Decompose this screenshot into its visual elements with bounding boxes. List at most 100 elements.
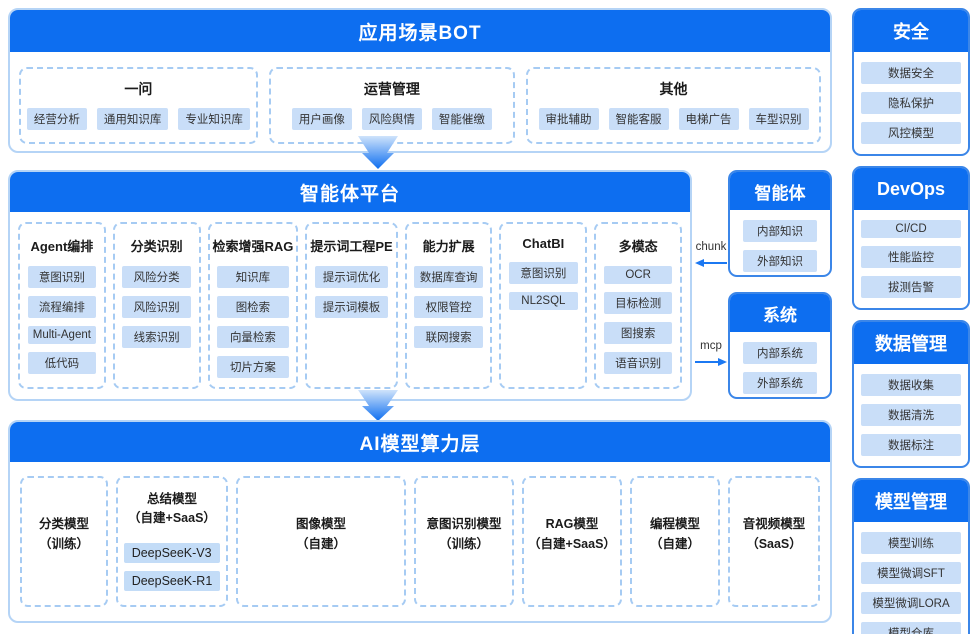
scenario-group: 运营管理 用户画像 风险舆情 智能催缴 <box>268 67 516 144</box>
capability-chip: 图检索 <box>217 296 289 318</box>
model-box: 音视频模型 （SaaS） <box>728 476 820 607</box>
platform-column: ChatBI 意图识别 NL2SQL <box>499 222 588 389</box>
ops-item: 拔测告警 <box>861 276 961 298</box>
model-box: 编程模型 （自建） <box>630 476 720 607</box>
model-box-title: 音视频模型 （SaaS） <box>743 515 806 554</box>
ops-panel-title: 安全 <box>854 10 968 52</box>
agent-knowledge-title: 智能体 <box>730 172 830 210</box>
scenario-chip-row: 审批辅助 智能客服 电梯广告 车型识别 <box>538 108 809 130</box>
model-box-title-line: （自建+SaaS） <box>528 536 616 551</box>
ops-item: 风控模型 <box>861 122 961 144</box>
scenario-group-title: 运营管理 <box>363 81 420 97</box>
knowledge-item: 内部知识 <box>743 220 817 242</box>
down-arrow-top <box>358 136 398 169</box>
capability-chip: 权限管控 <box>414 296 483 318</box>
scenario-group: 其他 审批辅助 智能客服 电梯广告 车型识别 <box>526 67 821 144</box>
capability-chip: 提示词优化 <box>315 266 388 288</box>
scenario-chip-row: 经营分析 通用知识库 专业知识库 <box>26 108 250 130</box>
capability-chip: 目标检测 <box>603 292 673 314</box>
model-box-title: 图像模型 （自建） <box>296 515 346 554</box>
model-box-title-line: （训练） <box>38 536 89 551</box>
scenario-chip: 经营分析 <box>26 108 87 130</box>
scenario-chip: 审批辅助 <box>538 108 599 130</box>
left-arrow-icon <box>695 259 727 267</box>
capability-chip: 风险识别 <box>122 296 191 318</box>
system-panel-items: 内部系统 外部系统 <box>730 332 830 397</box>
ops-item: 数据安全 <box>861 62 961 84</box>
model-box-title: 总结模型 （自建+SaaS） <box>128 490 216 529</box>
ops-panel-title: DevOps <box>854 168 968 210</box>
ai-model-layer-panel: AI模型算力层 分类模型 （训练） <box>8 420 832 623</box>
model-box: 总结模型 （自建+SaaS） DeepSeeK-V3 DeepSeeK-R1 <box>116 476 228 607</box>
model-box-title-line: 总结模型 <box>146 492 197 506</box>
scenario-chip: 车型识别 <box>748 108 809 130</box>
platform-column: Agent编排 意图识别 流程编排 Multi-Agent 低代码 <box>18 222 106 389</box>
right-rail: 安全 数据安全 隐私保护 风控模型 DevOps CI/CD <box>852 8 970 634</box>
capability-chip: 数据库查询 <box>414 266 483 288</box>
platform-column-title: 多模态 <box>618 239 658 254</box>
platform-column-title: ChatBI <box>522 236 565 251</box>
model-box-title: RAG模型 （自建+SaaS） <box>528 515 616 554</box>
right-arrow-icon <box>695 358 727 366</box>
scenario-chip: 风险舆情 <box>361 108 422 130</box>
capability-chip: 线索识别 <box>122 326 191 348</box>
model-box: 意图识别模型 （训练） <box>414 476 514 607</box>
platform-columns: Agent编排 意图识别 流程编排 Multi-Agent 低代码 分类识别 <box>10 212 690 399</box>
model-box-title-line: （自建+SaaS） <box>128 511 216 526</box>
capability-chip: 意图识别 <box>27 266 97 288</box>
platform-column-title: 能力扩展 <box>422 239 475 254</box>
capability-chip: 流程编排 <box>27 296 97 318</box>
ai-model-layer-title: AI模型算力层 <box>10 422 830 462</box>
scenario-chip: 智能催缴 <box>431 108 492 130</box>
ops-item: 模型仓库 <box>861 622 961 634</box>
model-box-title-line: 图像模型 <box>295 517 346 532</box>
platform-column-title: 检索增强RAG <box>212 239 294 254</box>
down-arrow-bottom <box>358 390 398 421</box>
ops-panel-items: 模型训练 模型微调SFT 模型微调LORA 模型仓库 算力调配 <box>854 522 968 634</box>
model-box: RAG模型 （自建+SaaS） <box>522 476 622 607</box>
ops-item: CI/CD <box>861 220 961 238</box>
capability-chip: NL2SQL <box>509 292 578 310</box>
ops-item: 性能监控 <box>861 246 961 268</box>
capability-chip: 切片方案 <box>217 356 289 378</box>
ops-panel-items: 数据收集 数据清洗 数据标注 <box>854 364 968 466</box>
chunk-connector: chunk <box>694 241 728 268</box>
scenario-groups: 一问 经营分析 通用知识库 专业知识库 运营管理 <box>10 52 830 151</box>
capability-chip: 联网搜索 <box>414 326 483 348</box>
agent-knowledge-panel: 智能体 内部知识 外部知识 <box>728 170 832 277</box>
model-box-title-line: （自建） <box>295 536 346 551</box>
scenario-chip: 通用知识库 <box>96 108 169 130</box>
capability-chip: 语音识别 <box>603 352 673 374</box>
scenario-chip: 专业知识库 <box>178 108 250 130</box>
scenario-group: 一问 经营分析 通用知识库 专业知识库 <box>19 67 258 144</box>
mcp-connector: mcp <box>694 340 728 367</box>
model-box-title-line: （自建） <box>649 536 700 551</box>
platform-column-title: 提示词工程PE <box>310 239 393 254</box>
agent-platform-title: 智能体平台 <box>10 172 690 212</box>
ops-panel-title: 模型管理 <box>854 480 968 522</box>
capability-chip: 图搜索 <box>603 322 673 344</box>
capability-chip: 意图识别 <box>509 262 578 284</box>
ops-item: 数据标注 <box>861 434 961 456</box>
scenario-chip: 智能客服 <box>608 108 669 130</box>
model-box-title-line: RAG模型 <box>545 517 599 532</box>
capability-chip: 风险分类 <box>122 266 191 288</box>
model-box-title-line: （SaaS） <box>746 536 802 551</box>
chunk-label: chunk <box>695 241 727 253</box>
platform-column: 能力扩展 数据库查询 权限管控 联网搜索 <box>404 222 493 389</box>
agent-knowledge-items: 内部知识 外部知识 <box>730 210 830 275</box>
model-box: 分类模型 （训练） <box>20 476 108 607</box>
model-box-title: 分类模型 （训练） <box>39 515 89 554</box>
capability-chip: 低代码 <box>27 352 97 374</box>
model-box-title: 编程模型 （自建） <box>650 515 700 554</box>
ops-panel: 模型管理 模型训练 模型微调SFT 模型微调LORA 模型仓库 算力调配 <box>852 478 970 634</box>
platform-column-title: 分类识别 <box>130 239 183 254</box>
model-box-title-line: （训练） <box>438 536 489 551</box>
knowledge-item: 外部知识 <box>743 250 817 272</box>
agent-platform-panel: 智能体平台 Agent编排 意图识别 流程编排 Multi-Agent 低代码 <box>8 170 692 401</box>
system-item: 外部系统 <box>743 372 817 394</box>
ops-panel-items: CI/CD 性能监控 拔测告警 <box>854 210 968 308</box>
ops-item: 数据收集 <box>861 374 961 396</box>
system-item: 内部系统 <box>743 342 817 364</box>
